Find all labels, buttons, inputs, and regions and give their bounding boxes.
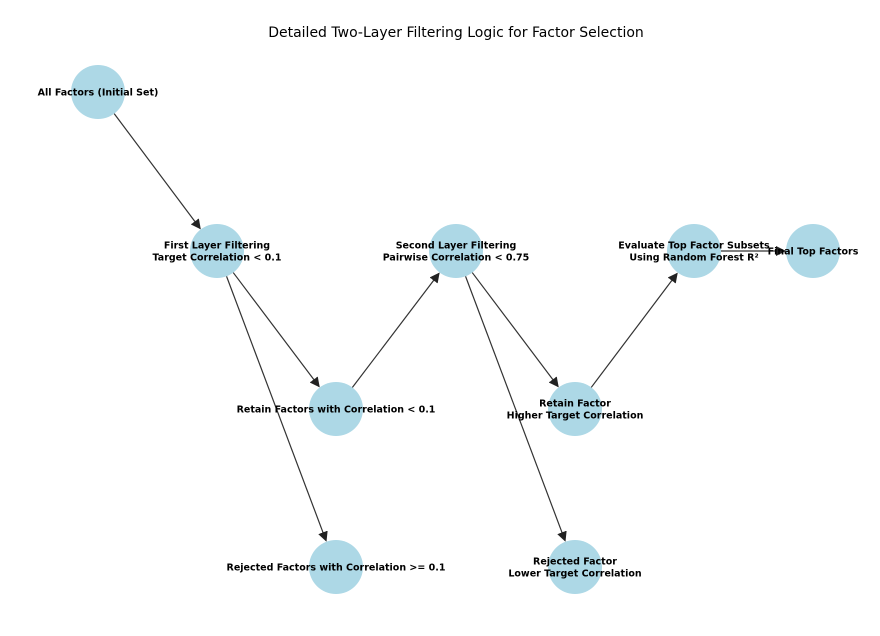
node-label-retain_corr: Retain Factors with Correlation < 0.1 (237, 405, 436, 416)
labels-layer: All Factors (Initial Set) First Layer Fil… (38, 88, 859, 580)
node-label-line: Evaluate Top Factor Subsets (618, 241, 770, 252)
node-label-line: Final Top Factors (768, 247, 859, 258)
node-label-final: Final Top Factors (768, 247, 859, 258)
node-retain_factor (548, 382, 602, 436)
edge-all_factors-to-first_layer (113, 113, 201, 230)
node-label-line: Pairwise Correlation < 0.75 (383, 253, 530, 264)
node-label-line: Using Random Forest R² (629, 253, 758, 264)
node-second_layer (429, 224, 483, 278)
node-all_factors (71, 65, 125, 119)
node-rejected_factor (548, 540, 602, 594)
node-label-line: Higher Target Correlation (507, 411, 644, 422)
node-label-line: All Factors (Initial Set) (38, 88, 159, 99)
node-label-line: Target Correlation < 0.1 (153, 253, 282, 264)
node-label-line: Retain Factor (539, 399, 611, 410)
diagram-title: Detailed Two-Layer Filtering Logic for F… (268, 25, 644, 41)
nodes-layer (71, 65, 840, 594)
edge-first_layer-to-retain_corr (232, 272, 320, 388)
node-label-line: Second Layer Filtering (396, 241, 517, 252)
node-label-line: First Layer Filtering (164, 241, 270, 252)
node-label-line: Retain Factors with Correlation < 0.1 (237, 405, 436, 416)
edge-retain_factor-to-evaluate (590, 272, 678, 388)
node-evaluate (667, 224, 721, 278)
edge-first_layer-to-rejected_corr (225, 276, 328, 542)
node-rejected_corr (309, 540, 363, 594)
node-first_layer (190, 224, 244, 278)
node-label-all_factors: All Factors (Initial Set) (38, 88, 159, 99)
edges-layer (113, 113, 786, 542)
node-final (786, 224, 840, 278)
node-label-rejected_corr: Rejected Factors with Correlation >= 0.1 (227, 563, 446, 574)
node-label-line: Rejected Factors with Correlation >= 0.1 (227, 563, 446, 574)
node-retain_corr (309, 382, 363, 436)
edge-retain_corr-to-second_layer (351, 272, 440, 388)
node-label-line: Rejected Factor (533, 557, 617, 568)
edge-second_layer-to-retain_factor (471, 272, 559, 388)
node-label-line: Lower Target Correlation (508, 569, 642, 580)
edge-second_layer-to-rejected_factor (464, 276, 567, 542)
